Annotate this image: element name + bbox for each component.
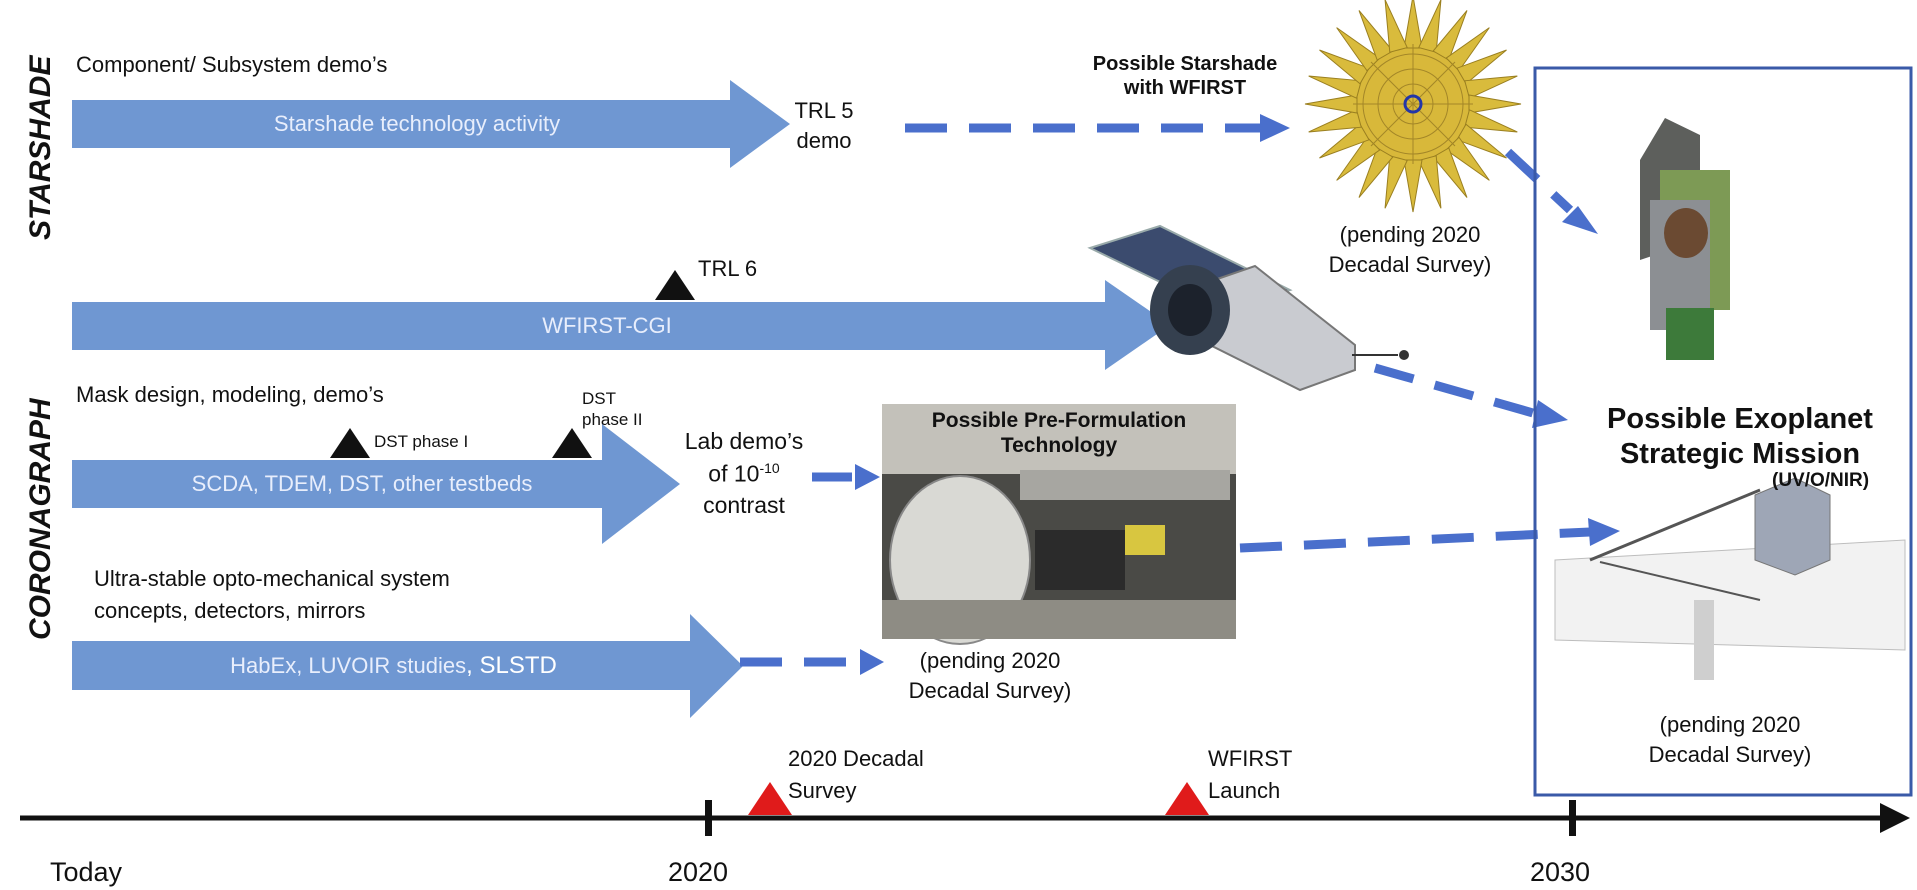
starshade-wfirst-line1: Possible Starshade — [1092, 53, 1278, 75]
timeline-label-2030: 2030 — [1530, 857, 1591, 887]
starshade-heading: Component/ Subsystem demo’s — [76, 52, 388, 77]
pending-starshade-line1: (pending 2020 — [1339, 222, 1481, 247]
preformulation-line1: Possible Pre-Formulation — [931, 409, 1187, 432]
cgi-arrow-label: WFIRST-CGI — [542, 313, 672, 338]
trl6-label: TRL 6 — [698, 256, 758, 281]
mission-telescope-illustration — [1640, 118, 1730, 360]
dst2-line2: phase II — [582, 410, 643, 430]
lab-demo-exponent: -10 — [759, 459, 780, 476]
pending-pre: (pending 2020 Decadal Survey) — [885, 648, 1095, 705]
ultra-arrow — [72, 614, 743, 718]
trl6-triangle — [655, 270, 695, 300]
dash-wfirst-mission — [1373, 363, 1542, 420]
event-launch-line2: Launch — [1208, 778, 1281, 804]
mask-heading: Mask design, modeling, demo’s — [76, 382, 384, 407]
lab-demo-line3: contrast — [703, 491, 785, 518]
dash-starshade-mission — [1504, 148, 1574, 214]
timeline-label-today: Today — [50, 857, 123, 887]
mission-sub: (UV/O/NIR) — [1772, 470, 1870, 491]
trl5-milestone: TRL 5 demo — [788, 98, 860, 155]
cgi-arrow — [72, 280, 1170, 370]
mask-arrow-label: SCDA, TDEM, DST, other testbeds — [191, 471, 533, 496]
ultra-heading-line2: concepts, detectors, mirrors — [94, 598, 366, 624]
ultra-heading-line1: Ultra-stable opto-mechanical system — [94, 566, 450, 591]
mission-pending-line2: Decadal Survey) — [1648, 742, 1812, 768]
lab-demo-label: Lab demo’s of 10-10 contrast — [674, 428, 814, 519]
pending-starshade: (pending 2020 Decadal Survey) — [1300, 222, 1520, 279]
ultra-arrow-label: HabEx, LUVOIR studies — [230, 652, 467, 678]
ultra-arrow-label-box: HabEx, LUVOIR studies, SLSTD — [72, 641, 743, 690]
mission-pending: (pending 2020 Decadal Survey) — [1615, 712, 1845, 769]
lab-demo-line2: of 10-10 — [674, 460, 814, 488]
trl5-line1: TRL 5 — [794, 98, 854, 123]
pending-pre-line2: Decadal Survey) — [908, 678, 1072, 704]
dst2-triangle — [552, 428, 592, 458]
timeline-axis — [20, 782, 1910, 836]
dst2-line1: DST — [582, 389, 616, 408]
timeline-label-2020: 2020 — [668, 857, 729, 887]
pending-starshade-line2: Decadal Survey) — [1328, 252, 1492, 278]
cgi-arrow-label-box: WFIRST-CGI — [72, 302, 1170, 350]
mission-observatory-illustration — [1554, 477, 1906, 680]
mission-title-line2: Strategic Mission — [1619, 438, 1861, 471]
dst1-label: DST phase I — [374, 432, 469, 451]
lab-demo-line1: Lab demo’s — [684, 428, 804, 454]
lab-demo-line2-pre: of 10 — [708, 460, 760, 487]
pending-pre-line1: (pending 2020 — [919, 648, 1061, 673]
ultra-arrow-label-wrap: HabEx, LUVOIR studies, SLSTD — [72, 641, 715, 690]
ultra-heading: Ultra-stable opto-mechanical system conc… — [94, 566, 450, 625]
event-decadal: 2020 Decadal Survey — [788, 746, 924, 805]
wfirst-telescope-illustration — [1087, 224, 1409, 392]
starshade-wfirst-label: Possible Starshade with WFIRST — [1040, 52, 1330, 100]
event-decadal-triangle — [748, 782, 792, 815]
starshade-arrow-label-box: Starshade technology activity — [72, 100, 790, 148]
starshade-arrow — [72, 80, 790, 168]
mission-title-line1: Possible Exoplanet — [1607, 403, 1873, 435]
preformulation-line2: Technology — [1000, 434, 1118, 458]
dash-pre-mission — [1239, 527, 1591, 553]
lab-photo-illustration — [882, 404, 1236, 645]
event-launch: WFIRST Launch — [1208, 746, 1292, 805]
mission-title: Possible Exoplanet Strategic Mission — [1560, 402, 1917, 473]
ultra-arrow-label-extra: , SLSTD — [466, 651, 557, 679]
event-decadal-line1: 2020 Decadal — [788, 746, 924, 771]
mask-arrow-label-box: SCDA, TDEM, DST, other testbeds — [72, 460, 680, 508]
event-launch-triangle — [1165, 782, 1209, 815]
mission-pending-line1: (pending 2020 — [1659, 712, 1801, 737]
mission-box — [1533, 66, 1913, 797]
event-launch-line1: WFIRST — [1208, 746, 1293, 771]
mask-arrow — [72, 424, 680, 544]
starshade-arrow-label: Starshade technology activity — [273, 111, 561, 136]
starshade-wfirst-line2: with WFIRST — [1123, 77, 1247, 99]
event-decadal-line2: Survey — [788, 778, 857, 804]
trl5-line2: demo — [796, 128, 852, 154]
dst1-triangle — [330, 428, 370, 458]
preformulation-label: Possible Pre-Formulation Technology — [874, 408, 1244, 458]
starshade-illustration — [1304, 0, 1522, 213]
dst2-label: DST phase II — [582, 388, 643, 431]
